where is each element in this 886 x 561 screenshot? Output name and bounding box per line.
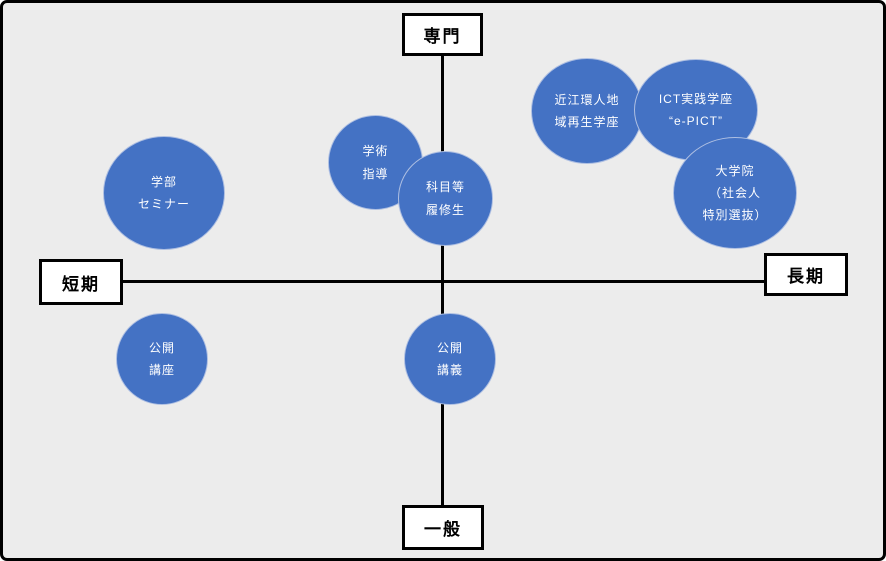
horizontal-axis-line xyxy=(122,280,765,283)
bubble-label: 大学院 （社会人 特別選抜） xyxy=(702,163,768,223)
bubble-kamokuto-rishusei[interactable]: 科目等 履修生 xyxy=(398,151,493,246)
axis-label-senmon: 専門 xyxy=(402,13,483,56)
bubble-label: 近江環人地 域再生学座 xyxy=(554,92,620,129)
axis-label-tanki: 短期 xyxy=(39,259,123,305)
bubble-label: ICT実践学座 “e-PICT” xyxy=(658,91,734,128)
bubble-omi-kanjin-chiiki-saisei[interactable]: 近江環人地 域再生学座 xyxy=(531,58,643,164)
bubble-label: 学部 セミナー xyxy=(137,174,190,211)
bubble-gakubu-seminar[interactable]: 学部 セミナー xyxy=(103,136,225,250)
bubble-label: 学術 指導 xyxy=(362,144,389,181)
bubble-kokai-kogi[interactable]: 公開 講義 xyxy=(404,313,496,405)
bubble-label: 公開 講義 xyxy=(436,340,463,377)
axis-label-choki: 長期 xyxy=(764,253,848,296)
bubble-label: 公開 講座 xyxy=(148,340,175,377)
bubble-ict-jissen-gakuza[interactable]: ICT実践学座 “e-PICT” xyxy=(634,59,758,161)
bubble-kokai-koza[interactable]: 公開 講座 xyxy=(116,313,208,405)
axis-label-ippan: 一般 xyxy=(402,505,484,550)
bubble-label: 科目等 履修生 xyxy=(425,180,465,217)
bubble-daigakuin-shakaijin[interactable]: 大学院 （社会人 特別選抜） xyxy=(673,137,797,249)
